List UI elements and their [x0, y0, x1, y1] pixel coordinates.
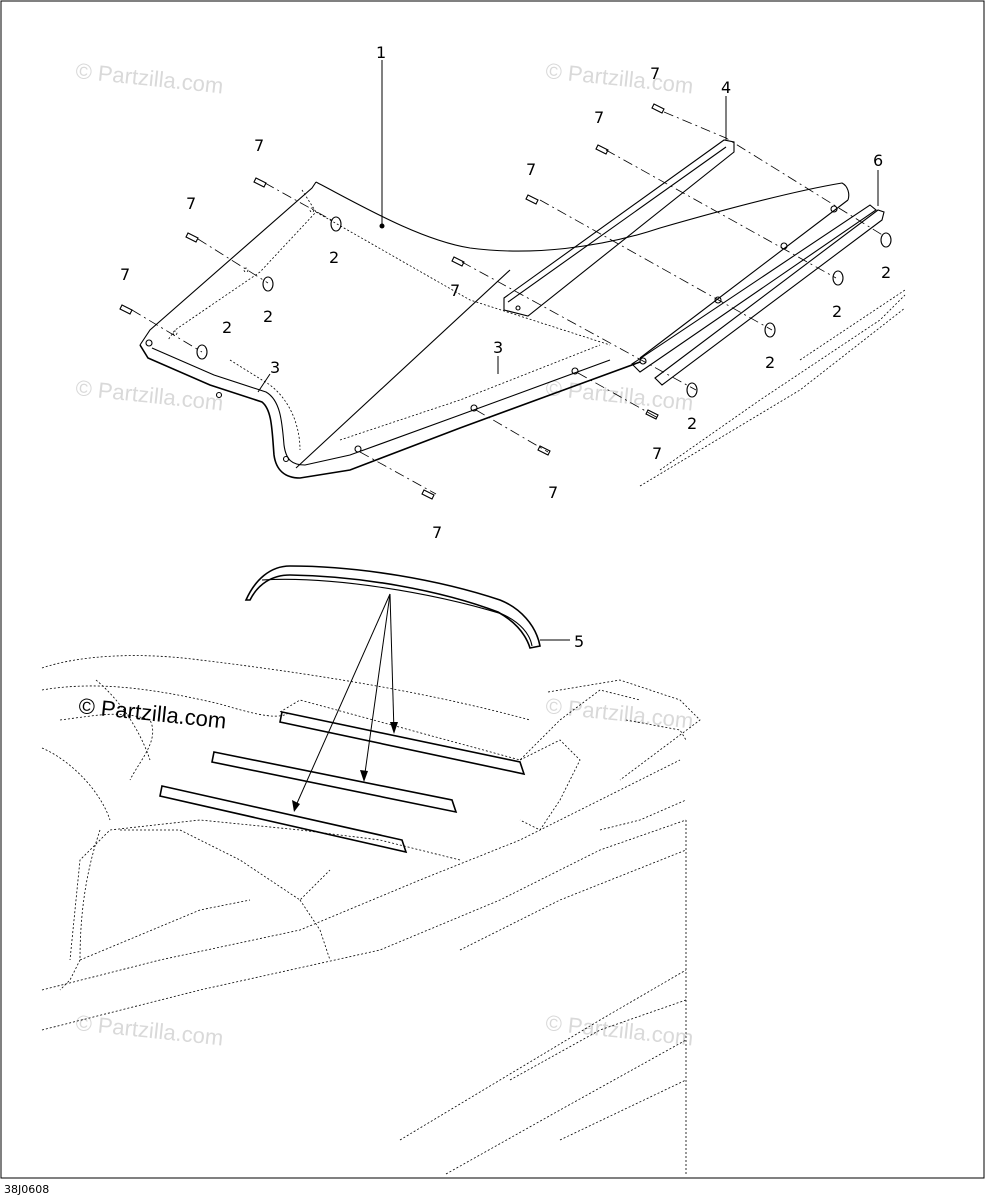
- washer-icon: [196, 216, 892, 398]
- callout-6: 6: [873, 151, 883, 170]
- watermark: © Partzilla.com: [77, 693, 227, 733]
- seal-strip-5: [244, 565, 541, 649]
- screw-icon: [119, 103, 665, 500]
- watermark: © Partzilla.com: [544, 58, 694, 98]
- deflector-panel: [139, 181, 850, 479]
- assembly-lines: [131, 111, 885, 495]
- trim-strip-6: [631, 204, 885, 386]
- callout-7: 7: [652, 444, 662, 463]
- callout-2: 2: [881, 263, 891, 282]
- callout-7: 7: [450, 281, 460, 300]
- watermark: © Partzilla.com: [544, 375, 694, 415]
- trim-strip-4: [503, 139, 735, 317]
- callout-2: 2: [222, 318, 232, 337]
- installed-strips: [159, 711, 526, 854]
- callout-7: 7: [526, 160, 536, 179]
- callout-2: 2: [329, 248, 339, 267]
- callout-7: 7: [254, 136, 264, 155]
- callout-7: 7: [594, 108, 604, 127]
- diagram-code: 38J0608: [4, 1183, 50, 1196]
- hull-outline: [639, 289, 906, 487]
- leader-lines: [257, 60, 879, 641]
- callout-2: 2: [687, 414, 697, 433]
- callout-1: 1: [376, 43, 386, 62]
- callout-5: 5: [574, 632, 584, 651]
- callout-7: 7: [650, 64, 660, 83]
- watermark: © Partzilla.com: [74, 58, 224, 98]
- arrow-lines: [292, 593, 398, 812]
- callout-3: 3: [270, 358, 280, 377]
- callout-7: 7: [120, 265, 130, 284]
- callout-2: 2: [832, 302, 842, 321]
- callout-2: 2: [263, 307, 273, 326]
- callout-2: 2: [765, 353, 775, 372]
- watermark: © Partzilla.com: [544, 1010, 694, 1050]
- callout-7: 7: [432, 523, 442, 542]
- callout-4: 4: [721, 78, 731, 97]
- callout-7: 7: [186, 194, 196, 213]
- callout-7: 7: [548, 483, 558, 502]
- deck-outline: [41, 655, 701, 1175]
- watermark: © Partzilla.com: [544, 693, 694, 733]
- callout-3: 3: [493, 338, 503, 357]
